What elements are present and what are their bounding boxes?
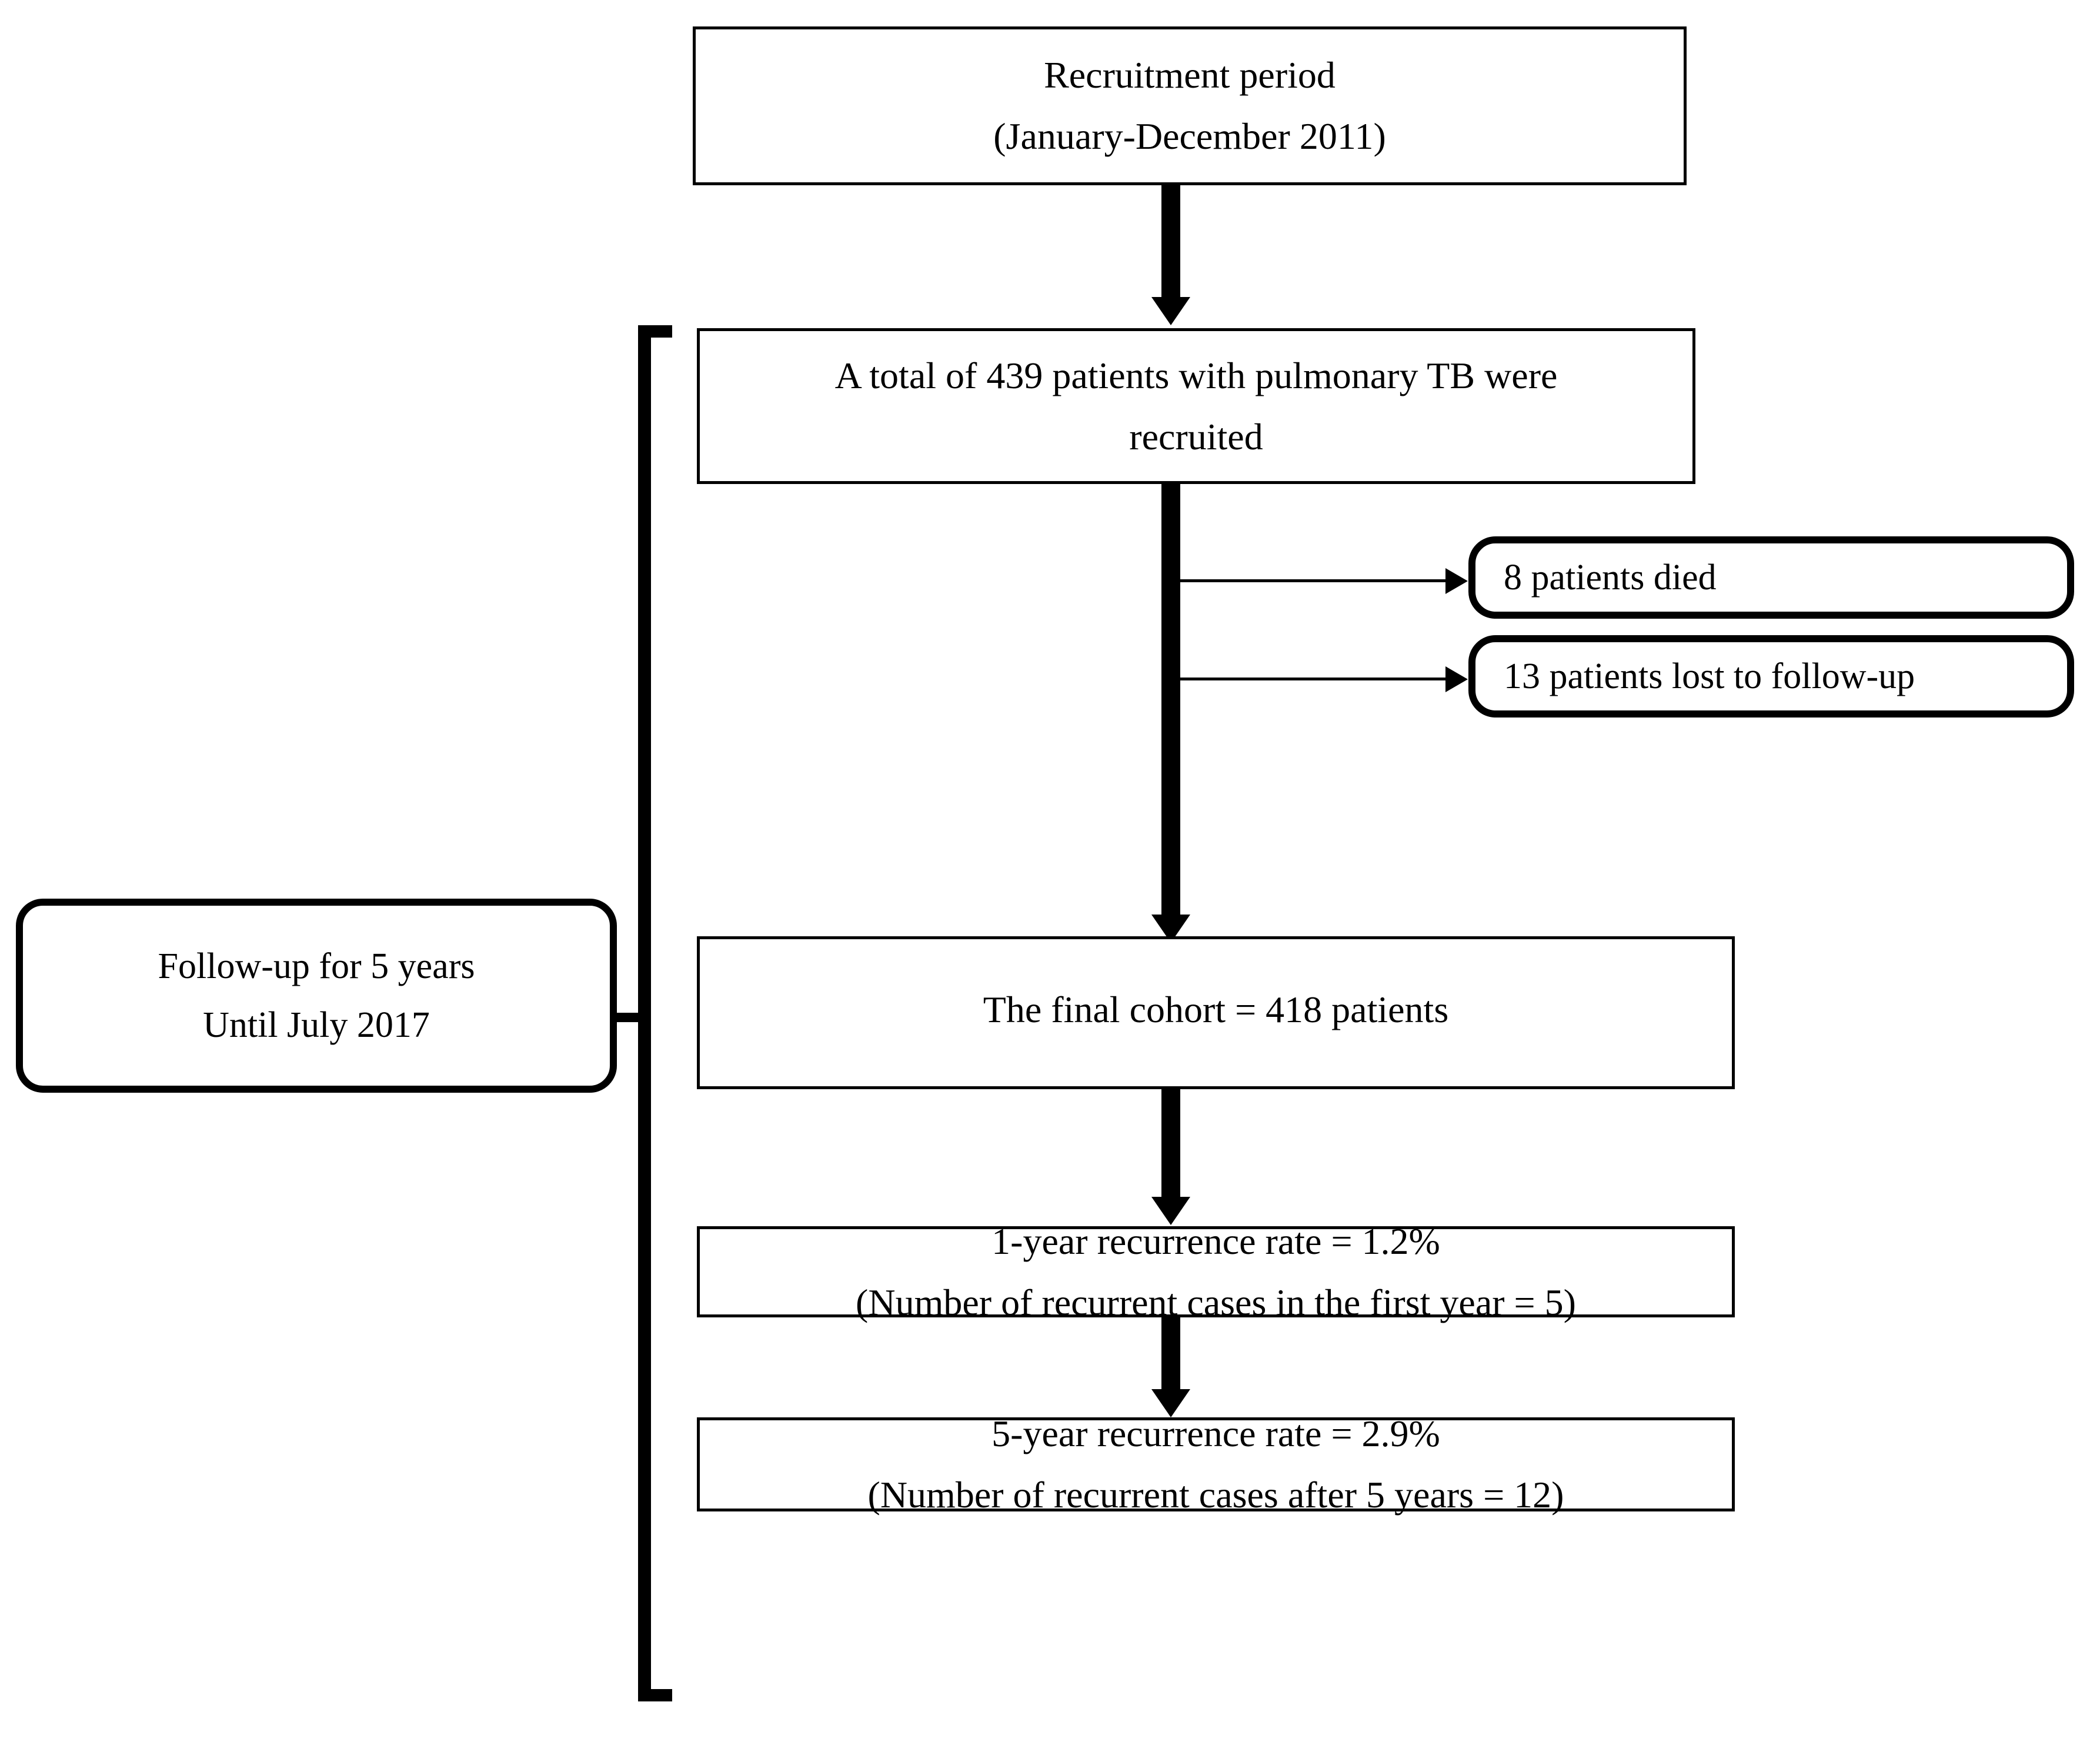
node-recurrence-5-year-line2: (Number of recurrent cases after 5 years…: [867, 1474, 1564, 1516]
branch-arrowhead-lost-to-followup: [1445, 666, 1468, 692]
node-recruitment-period-line2: (January-December 2011): [993, 115, 1386, 157]
arrow-year1-to-year5-shaft: [1161, 1317, 1180, 1394]
followup-bracket-stem: [638, 325, 651, 1701]
node-recurrence-5-year-line1: 5-year recurrence rate = 2.9%: [991, 1413, 1440, 1455]
node-recurrence-5-year: 5-year recurrence rate = 2.9% (Number of…: [697, 1413, 1735, 1516]
node-followup-period-line1: Follow-up for 5 years: [158, 946, 475, 986]
followup-bracket-bottom-arm: [638, 1689, 672, 1701]
arrow-cohort-to-year1-shaft: [1161, 1089, 1180, 1201]
node-patients-died-label: 8 patients died: [1504, 557, 1717, 598]
node-recruitment-period: Recruitment period (January-December 201…: [693, 26, 1687, 185]
node-total-recruited-line2: recruited: [1129, 415, 1263, 458]
node-recruitment-period-line1: Recruitment period: [1044, 54, 1336, 96]
arrow-recruited-to-cohort-shaft: [1161, 484, 1180, 919]
node-patients-died: 8 patients died: [1468, 536, 2074, 619]
node-recurrence-1-year-line1: 1-year recurrence rate = 1.2%: [991, 1220, 1440, 1262]
arrow-cohort-to-year1-head: [1151, 1197, 1190, 1225]
followup-bracket-top-arm: [638, 325, 672, 338]
node-final-cohort: The final cohort = 418 patients: [697, 936, 1735, 1089]
node-followup-period: Follow-up for 5 years Until July 2017: [16, 899, 617, 1093]
node-patients-lost-label: 13 patients lost to follow-up: [1504, 656, 1915, 696]
node-followup-period-line2: Until July 2017: [203, 1005, 430, 1045]
branch-line-died: [1179, 579, 1450, 582]
node-recurrence-1-year-line2: (Number of recurrent cases in the first …: [856, 1281, 1576, 1323]
arrow-year1-to-year5-head: [1151, 1389, 1190, 1417]
node-total-recruited: A total of 439 patients with pulmonary T…: [697, 328, 1695, 484]
arrow-recruitment-to-recruited-shaft: [1161, 184, 1180, 302]
branch-arrowhead-died: [1445, 568, 1468, 594]
node-recurrence-1-year: 1-year recurrence rate = 1.2% (Number of…: [697, 1220, 1735, 1323]
followup-connector-stub: [616, 1013, 645, 1022]
node-patients-lost-to-followup: 13 patients lost to follow-up: [1468, 635, 2074, 718]
branch-line-lost-to-followup: [1179, 678, 1450, 680]
node-total-recruited-line1: A total of 439 patients with pulmonary T…: [834, 354, 1558, 396]
node-final-cohort-label: The final cohort = 418 patients: [983, 989, 1449, 1030]
arrow-recruitment-to-recruited-head: [1151, 297, 1190, 325]
